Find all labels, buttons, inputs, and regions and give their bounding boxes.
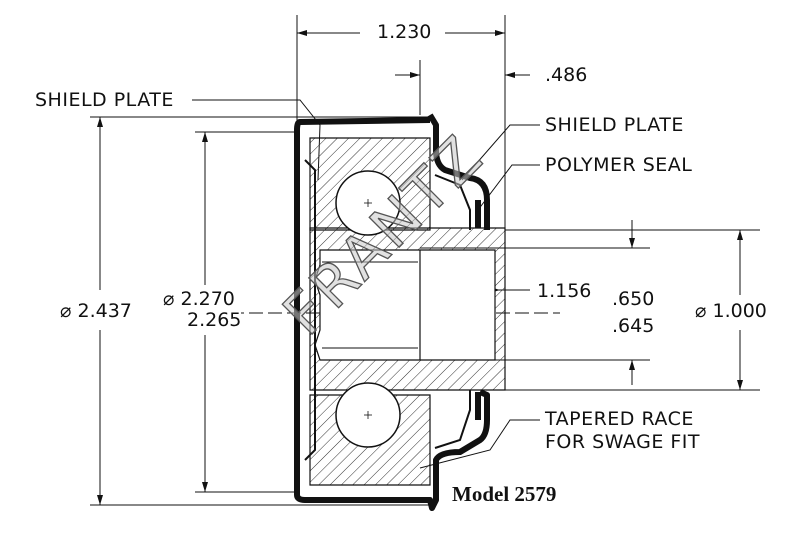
shield-plate-right (434, 174, 471, 449)
dim-bore-max: .650 (612, 288, 655, 310)
label-shield-plate-left: SHIELD PLATE (35, 89, 174, 111)
housing-shell (294, 113, 490, 511)
dim-bore-min: .645 (612, 315, 655, 337)
dim-bearing-od-min: 2.265 (187, 309, 242, 331)
model-title: Model 2579 (452, 482, 557, 506)
label-swage-fit: FOR SWAGE FIT (545, 431, 701, 453)
label-tapered-race: TAPERED RACE (545, 408, 694, 430)
label-shield-plate-right: SHIELD PLATE (545, 114, 684, 136)
dim-hub-extension: .486 (545, 64, 588, 86)
dim-overall-width: 1.230 (377, 21, 432, 43)
dim-outer-diameter: ⌀ 2.437 (60, 300, 132, 322)
dim-hub-diameter: ⌀ 1.000 (695, 300, 767, 322)
polymer-seal (475, 200, 481, 228)
dim-bearing-od-max: ⌀ 2.270 (163, 288, 235, 310)
label-polymer-seal: POLYMER SEAL (545, 154, 693, 176)
dim-bore-length: 1.156 (537, 280, 592, 302)
bore (314, 249, 496, 361)
shield-plate-left (304, 159, 316, 461)
